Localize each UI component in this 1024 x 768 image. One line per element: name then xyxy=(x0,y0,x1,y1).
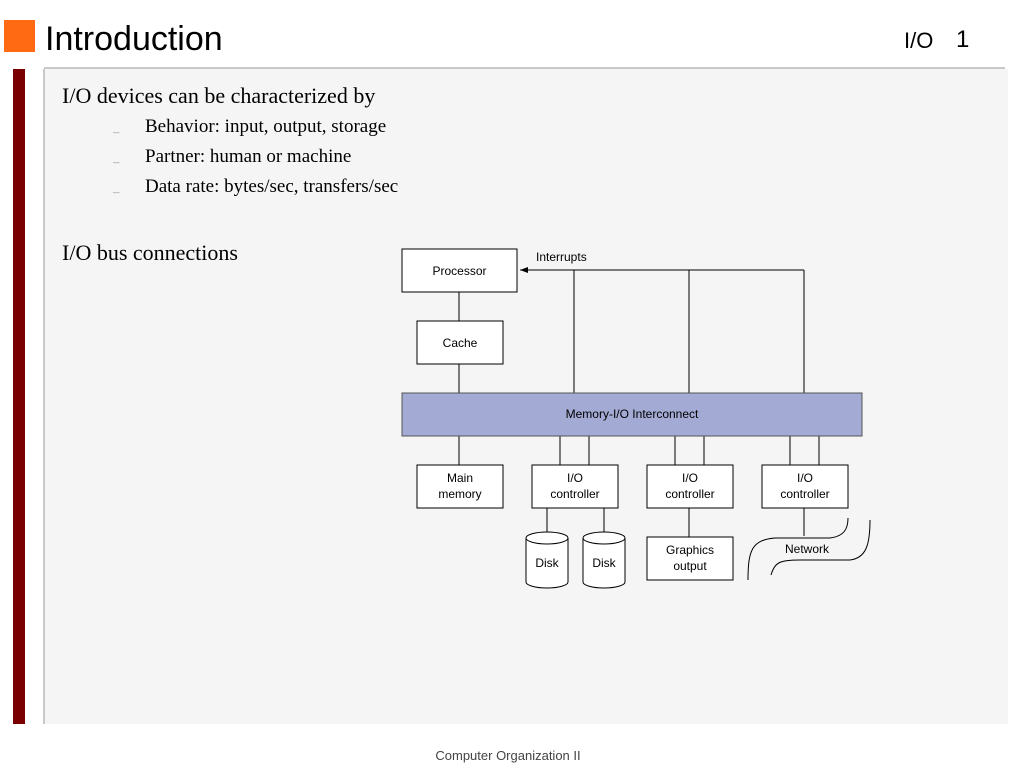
heading-io-bus: I/O bus connections xyxy=(62,240,238,265)
page-number: 1 xyxy=(956,26,970,53)
network-cloud: Network xyxy=(747,517,871,581)
io-controller-network: I/O controller xyxy=(761,464,849,509)
io-controller-label-line2: controller xyxy=(550,487,599,501)
bullet-marker: – xyxy=(113,154,120,169)
disk-label: Disk xyxy=(535,556,559,570)
interconnect-label: Memory-I/O Interconnect xyxy=(566,407,699,421)
main-memory-label-line2: memory xyxy=(438,487,481,501)
main-memory-label-line1: Main xyxy=(447,471,473,485)
main-memory-box: Main memory xyxy=(416,464,504,509)
heading-io-devices: I/O devices can be characterized by xyxy=(62,83,376,108)
io-controller-label-line2: controller xyxy=(780,487,829,501)
title-accent-square xyxy=(4,20,35,52)
bullet-marker: – xyxy=(113,184,120,199)
disk-left: Disk xyxy=(525,531,569,589)
slide-topic: I/O xyxy=(904,28,934,53)
io-controller-label-line1: I/O xyxy=(682,471,698,485)
cache-label: Cache xyxy=(443,336,478,350)
io-controller-disk: I/O controller xyxy=(531,464,619,509)
interrupts-label: Interrupts xyxy=(536,250,587,264)
disk-label: Disk xyxy=(592,556,616,570)
graphics-output-label-line1: Graphics xyxy=(666,543,714,557)
io-controller-label-line1: I/O xyxy=(567,471,583,485)
io-controller-label-line1: I/O xyxy=(797,471,813,485)
io-controller-label-line2: controller xyxy=(665,487,714,501)
disk-right: Disk xyxy=(582,531,626,589)
cache-box: Cache xyxy=(416,320,504,365)
left-accent-bar xyxy=(13,69,25,724)
processor-label: Processor xyxy=(432,264,486,278)
slide-title: Introduction xyxy=(45,20,223,58)
title-divider xyxy=(44,67,1005,69)
processor-box: Processor xyxy=(401,248,518,293)
bullet-behavior: Behavior: input, output, storage xyxy=(145,116,387,137)
bullet-data-rate: Data rate: bytes/sec, transfers/sec xyxy=(145,176,399,197)
graphics-output-box: Graphics output xyxy=(646,536,734,581)
interconnect-bar: Memory-I/O Interconnect xyxy=(401,392,863,437)
bullet-partner: Partner: human or machine xyxy=(145,146,352,167)
connector-lines xyxy=(458,267,820,537)
graphics-output-label-line2: output xyxy=(673,559,707,573)
io-controller-graphics: I/O controller xyxy=(646,464,734,509)
bullet-marker: – xyxy=(113,124,120,139)
network-label: Network xyxy=(785,542,830,556)
slide-footer: Computer Organization II xyxy=(435,748,581,763)
